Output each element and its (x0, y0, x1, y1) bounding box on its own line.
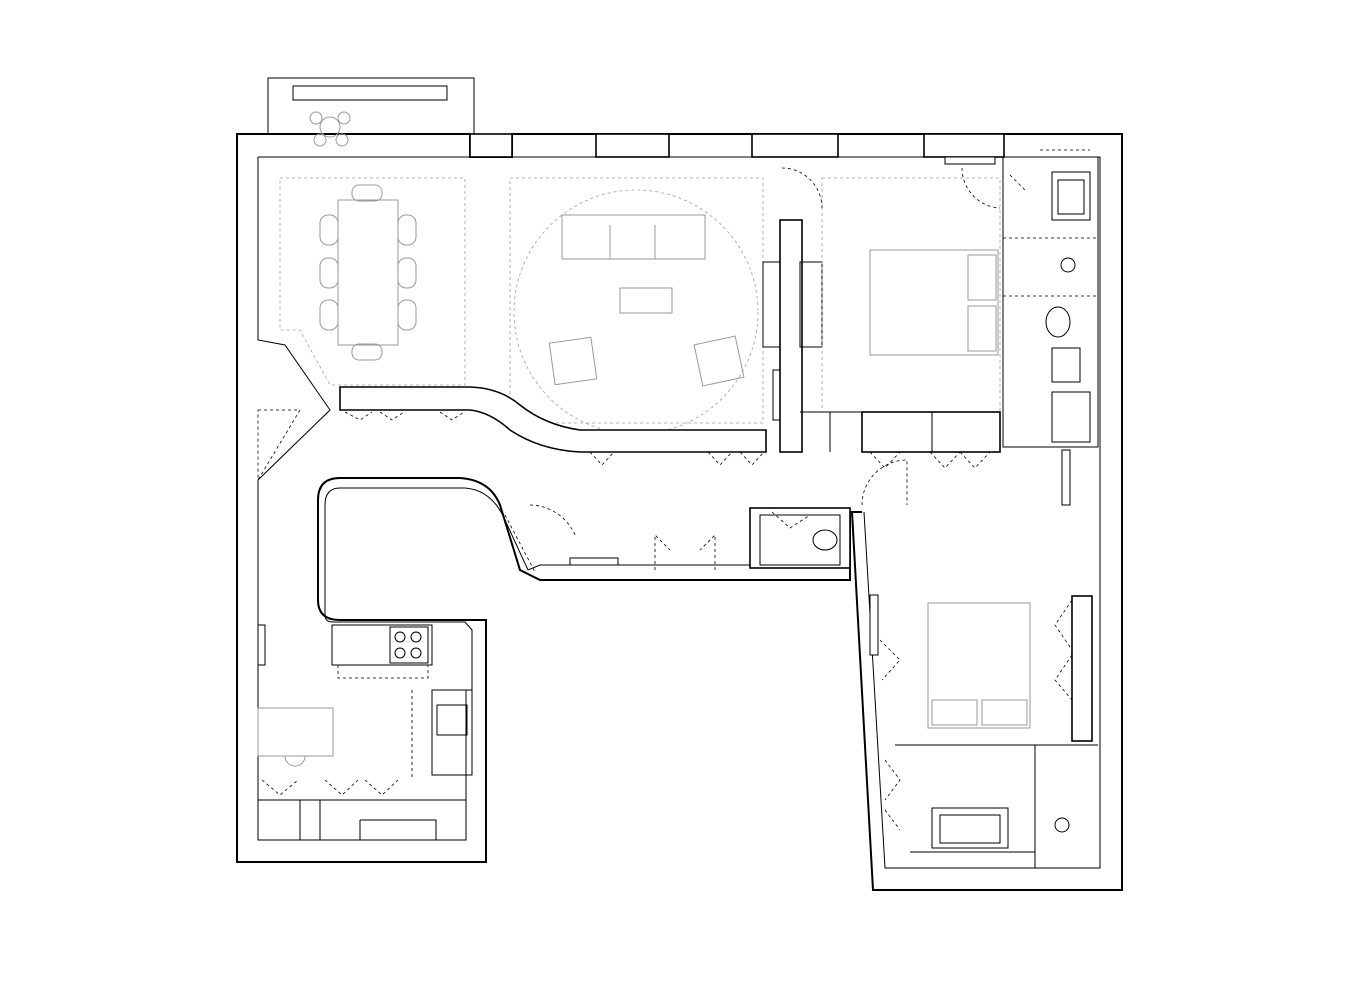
door-swing (504, 504, 576, 573)
dining-area (279, 177, 466, 386)
exterior-walls (236, 133, 1123, 891)
coffee-table (619, 287, 673, 314)
chairs (319, 184, 417, 361)
radiator (569, 557, 619, 566)
sink (1051, 171, 1091, 221)
bathtub (931, 807, 1009, 849)
shower-drain (1054, 817, 1070, 833)
wc (749, 507, 851, 569)
balcony (267, 77, 475, 147)
armchair (693, 335, 745, 387)
bed (927, 602, 1031, 729)
shower-drain (1060, 257, 1076, 273)
bed (869, 249, 999, 356)
storage (257, 409, 301, 482)
cooktop (389, 626, 429, 664)
curved-storage (339, 386, 767, 466)
wardrobe (1071, 595, 1093, 742)
armchair (548, 336, 598, 386)
windows-top (469, 133, 1005, 165)
toilet (1045, 306, 1071, 338)
bedroom-2 (869, 449, 1093, 746)
kitchen-island (257, 707, 334, 757)
bathroom-1 (1002, 149, 1099, 448)
toilet (812, 529, 838, 551)
sofa (561, 214, 706, 260)
bedroom-1 (781, 167, 1001, 469)
partition-wall (779, 219, 803, 453)
bathroom-2 (884, 744, 1098, 868)
sink (436, 704, 468, 736)
radiator (292, 85, 448, 101)
door-swing (654, 534, 716, 570)
plant-icon (309, 111, 351, 147)
wardrobe (861, 411, 1001, 453)
door-swing (861, 459, 908, 506)
kitchen (257, 409, 473, 840)
